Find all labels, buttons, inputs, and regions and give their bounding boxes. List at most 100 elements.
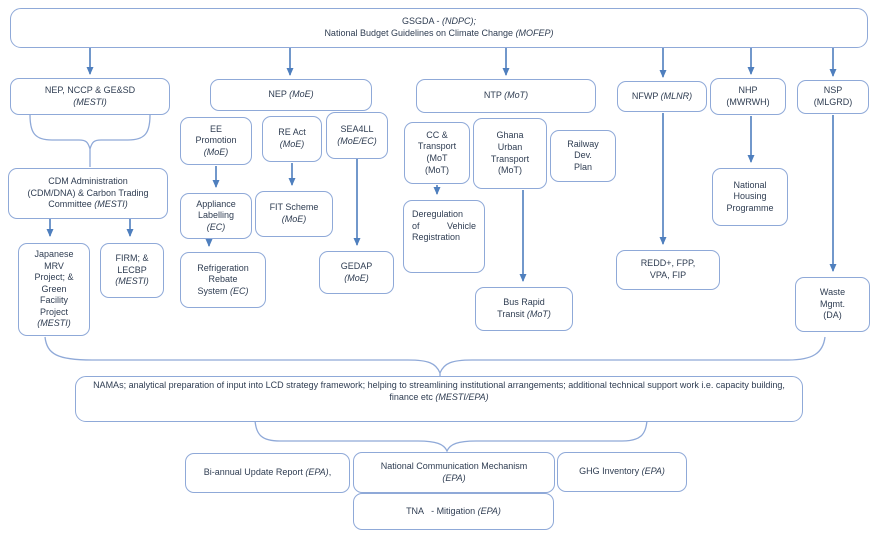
- text-line: Bi-annual Update Report (EPA),: [204, 467, 331, 479]
- org-label: (NDPC);: [442, 16, 476, 27]
- text-line: (MoE): [282, 214, 307, 226]
- text-line: (MoT): [425, 165, 449, 177]
- label: National Budget Guidelines on Climate Ch…: [324, 28, 516, 38]
- org-label: (MESTI/EPA): [435, 391, 489, 402]
- node-namas: NAMAs; analytical preparation of input i…: [75, 376, 803, 422]
- text-line: Appliance: [196, 199, 236, 211]
- text-line: GHG Inventory (EPA): [579, 466, 665, 478]
- text-line: Bus Rapid: [503, 297, 545, 309]
- org-label: (EC): [206, 221, 226, 232]
- text-line: (MLGRD): [814, 97, 853, 109]
- label: Housing: [733, 191, 767, 202]
- node-japanese-mrv: Japanese MRV Project; & Green Facility P…: [18, 243, 90, 336]
- text-line: Registration: [412, 232, 460, 244]
- brace-all-to-namas: [44, 336, 826, 376]
- label: Plan: [573, 161, 592, 172]
- org-label: (MLNR): [660, 90, 693, 101]
- label: Promotion: [195, 135, 237, 146]
- label: GHG Inventory: [579, 466, 642, 477]
- label: NSP: [823, 85, 843, 96]
- label: LECBP: [117, 264, 147, 275]
- org-label: (MLGRD): [813, 97, 853, 107]
- label: GEDAP: [340, 260, 373, 271]
- text-line: LECBP: [117, 265, 147, 277]
- label: VPA, FIP: [649, 270, 687, 280]
- label: CDM Administration: [48, 176, 128, 187]
- label: Labelling: [197, 210, 235, 221]
- org-label: (MoE): [344, 272, 369, 283]
- org-label: (MOFEP): [515, 28, 554, 38]
- node-biannual-report: Bi-annual Update Report (EPA),: [185, 453, 350, 493]
- org-label: (MoT): [526, 309, 551, 319]
- org-label: (MWRWH): [726, 96, 770, 107]
- org-label: (MoE): [289, 89, 314, 100]
- text-line: Urban: [498, 142, 523, 154]
- label: NAMAs; analytical preparation of input i…: [93, 380, 785, 402]
- text-line: Project; &: [34, 272, 73, 284]
- node-refrigeration-rebate: Refrigeration Rebate System (EC): [180, 252, 266, 308]
- label: CC &: [426, 129, 448, 140]
- org-label: (MoT): [504, 90, 529, 101]
- node-nfwp: NFWP (MLNR): [617, 81, 707, 112]
- node-national-housing: National Housing Programme: [712, 168, 788, 226]
- org-label: (MoE/EC): [337, 135, 377, 146]
- text-line: (MoE): [344, 273, 369, 285]
- text-line: (MoE/EC): [337, 136, 377, 148]
- text-line: Transit (MoT): [497, 309, 551, 321]
- label: MRV: [44, 260, 64, 271]
- label: Facility: [39, 295, 68, 306]
- label: Transport: [417, 141, 457, 152]
- text-line: RE Act: [278, 127, 306, 139]
- node-appliance-labelling: Appliance Labelling (EC): [180, 193, 252, 239]
- label: National Communication Mechanism: [380, 460, 528, 471]
- text-line: (MWRWH): [726, 97, 769, 109]
- label: Vehicle: [446, 220, 476, 231]
- node-fit-scheme: FIT Scheme (MoE): [255, 191, 333, 237]
- text-line: GEDAP: [341, 261, 373, 273]
- label: Transit: [497, 309, 527, 319]
- text-line: Rebate: [208, 274, 237, 286]
- text-line: VPA, FIP: [650, 270, 686, 282]
- text-line: CDM Administration: [48, 176, 128, 188]
- org-label: (EPA): [641, 466, 665, 477]
- org-label: (MESTI): [115, 276, 149, 287]
- label: Registration: [412, 232, 461, 243]
- text-line: (EC): [207, 222, 226, 234]
- node-ntp: NTP (MoT): [416, 79, 596, 113]
- node-gsgda: GSGDA - (NDPC); National Budget Guidelin…: [10, 8, 868, 48]
- org-label: (MoT): [498, 165, 522, 176]
- text-line: MRV: [44, 261, 64, 273]
- label: Transport: [490, 153, 530, 164]
- label: Railway: [567, 138, 599, 149]
- label: Deregulation: [412, 209, 464, 219]
- node-firm-lecbp: FIRM; & LECBP (MESTI): [100, 243, 164, 298]
- label: Japanese: [34, 249, 74, 260]
- label: Bi-annual Update Report: [203, 467, 306, 478]
- org-label: (DA): [823, 310, 842, 321]
- node-nsp: NSP (MLGRD): [797, 80, 869, 114]
- text-line: Transport: [418, 141, 456, 153]
- text-line: CC &: [426, 130, 448, 142]
- text-line: FIT Scheme: [270, 202, 319, 214]
- label: REDD+, FPP,: [640, 258, 696, 269]
- text-line: Transport: [491, 154, 529, 166]
- org-label: (MoE): [203, 146, 229, 157]
- label: Ghana: [496, 130, 524, 141]
- text-line: Waste: [820, 287, 845, 299]
- node-waste-mgmt: Waste Mgmt. (DA): [795, 277, 870, 332]
- org-label: (MoE): [281, 214, 307, 224]
- text-line: NEP (MoE): [268, 89, 313, 101]
- text-line: National: [733, 180, 766, 192]
- org-label: (MoT: [426, 153, 448, 163]
- node-tna-mitigation: TNA - Mitigation (EPA): [353, 493, 554, 530]
- label: NTP: [483, 90, 505, 101]
- node-nep-nccp: NEP, NCCP & GE&SD (MESTI): [10, 78, 170, 115]
- text-line: Refrigeration: [197, 263, 249, 275]
- text-line: Promotion: [195, 135, 236, 147]
- text-line: (MESTI): [115, 276, 149, 288]
- text-line: (MESTI): [73, 97, 107, 109]
- label: Rebate: [208, 274, 238, 285]
